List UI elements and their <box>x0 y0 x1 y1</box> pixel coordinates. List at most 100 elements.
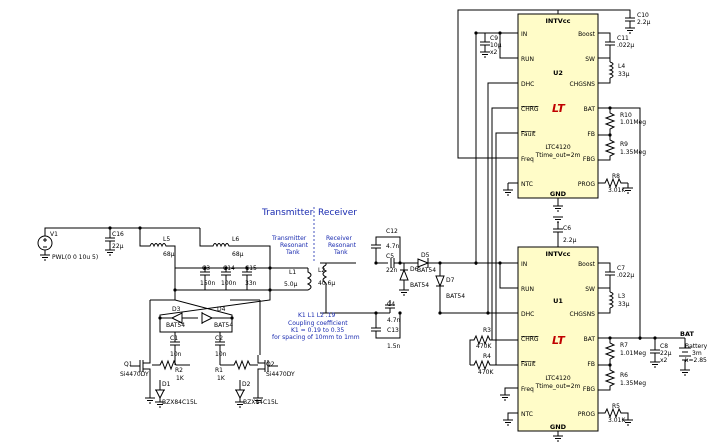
r2-value: 1K <box>176 375 185 382</box>
c13-value: 1.5n <box>387 343 401 350</box>
c4-value: 4.7n <box>387 317 401 324</box>
q2-ref: Q2 <box>266 361 275 368</box>
r10-ref: R10 <box>620 112 632 119</box>
u1-wiring <box>430 216 691 442</box>
u2-pin-fault: Fault <box>521 131 536 138</box>
r3-value: 470K <box>476 343 492 350</box>
l2-value: 40.6µ <box>318 280 335 287</box>
c2-value: 10n <box>215 351 227 358</box>
u1-part: LTC4120 <box>545 375 570 382</box>
bat-v2: k=2.85 <box>685 357 707 364</box>
r6-ref: R6 <box>620 372 628 379</box>
u1-pin-run: RUN <box>521 286 534 293</box>
u1-pin-in: IN <box>521 261 527 268</box>
u1-param: Ttime_out=2m <box>535 383 581 390</box>
c8-mult: x2 <box>660 357 668 364</box>
d1-value: BZX84C15L <box>162 399 198 406</box>
d6-ref: D6 <box>410 266 419 273</box>
tx-tank-line2: Resonant <box>280 242 309 249</box>
c14-value: 100n <box>221 280 236 287</box>
l1-ref: L1 <box>289 269 296 276</box>
u2-pin-sw: SW <box>585 56 595 63</box>
r3-ref: R3 <box>483 327 491 334</box>
receiver-rectifier <box>320 236 476 339</box>
coupling-line2: Coupling coefficient <box>288 320 348 327</box>
l4-ref: L4 <box>618 63 625 70</box>
r4-ref: R4 <box>483 353 491 360</box>
r8-value: 3.01K <box>608 187 626 194</box>
c10-value: 2.2µ <box>637 19 651 26</box>
c11-ref: C11 <box>617 35 629 42</box>
u2-part: LTC4120 <box>545 144 570 151</box>
c5-value: 22n <box>386 267 398 274</box>
r10-value: 1.01Meg <box>620 119 646 126</box>
u1-pin-chgsns: CHGSNS <box>570 311 596 318</box>
c10-ref: C10 <box>637 12 649 19</box>
l6-value: 68µ <box>232 251 244 258</box>
u1-pin-sw: SW <box>585 286 595 293</box>
d7-value: BAT54 <box>446 293 465 300</box>
u1-pin-fbg: FBG <box>583 386 595 393</box>
u2-pin-in: IN <box>521 31 527 38</box>
r6-value: 1.35Meg <box>620 380 646 387</box>
c7-ref: C7 <box>617 265 625 272</box>
d7-ref: D7 <box>446 277 455 284</box>
u1-pin-bat: BAT <box>584 336 596 343</box>
l4-value: 33µ <box>618 71 630 78</box>
c15-ref: C15 <box>245 265 257 272</box>
c9-value: 10µ <box>490 42 502 49</box>
u2-pin-ntc: NTC <box>521 181 533 188</box>
l3-value: 33µ <box>618 301 630 308</box>
u2-bottom-pin: GND <box>550 190 567 198</box>
c6-ref: C6 <box>563 225 571 232</box>
c16-ref: C16 <box>112 231 124 238</box>
r1-value: 1K <box>217 375 226 382</box>
u2-pin-prog: PROG <box>578 181 596 188</box>
d2-ref: D2 <box>242 381 251 388</box>
rx-tank-line1: Receiver <box>326 235 352 242</box>
u1-pin-ntc: NTC <box>521 411 533 418</box>
c7-value: .022µ <box>617 272 634 279</box>
q1-ref: Q1 <box>124 361 133 368</box>
d3-value: BAT54 <box>166 322 185 329</box>
v1-value: PWL(0 0 10u 5) <box>52 254 98 261</box>
r5-value: 3.01K <box>608 417 626 424</box>
l2-ref: L2 <box>318 267 325 274</box>
r9-value: 1.35Meg <box>620 149 646 156</box>
r7-value: 1.01Meg <box>620 350 646 357</box>
rx-tank-line3: Tank <box>333 249 348 256</box>
c12-value: 4.7n <box>386 243 400 250</box>
c9-ref: C9 <box>490 35 498 42</box>
u2-pin-chgsns: CHGSNS <box>570 81 596 88</box>
u2-pin-boost: Boost <box>578 31 596 38</box>
d3-ref: D3 <box>172 306 181 313</box>
r2-ref: R2 <box>175 367 183 374</box>
u2-top-pin: INTVcc <box>545 17 570 25</box>
c2-ref: C2 <box>215 335 223 342</box>
u2-ref: U2 <box>553 69 563 77</box>
l3-ref: L3 <box>618 293 625 300</box>
tx-tank-line1: Transmitter <box>271 235 307 242</box>
u1-pin-dhc: DHC <box>521 311 534 318</box>
u1-bottom-pin: GND <box>550 423 567 431</box>
bat-v1: 3m <box>692 350 702 357</box>
u2-pin-run: RUN <box>521 56 534 63</box>
d6-value: BAT54 <box>410 282 429 289</box>
chip-u1: INTVcc GND IN RUN DHC CHRG Fault Freq NT… <box>517 246 599 432</box>
transmitter-title: Transmitter <box>261 208 314 218</box>
d4-ref: D4 <box>217 306 226 313</box>
u1-logo: LT <box>552 334 566 347</box>
c16-value: 22µ <box>112 243 124 250</box>
v1-ref: V1 <box>50 231 58 238</box>
d2-value: BZX84C15L <box>243 399 279 406</box>
d4-value: BAT54 <box>214 322 233 329</box>
r9-ref: R9 <box>620 141 628 148</box>
u1-pin-fault: Fault <box>521 361 536 368</box>
u1-pin-freq: Freq <box>521 386 534 393</box>
r8-ref: R8 <box>612 173 620 180</box>
l1-value: 5.0µ <box>284 281 298 288</box>
c4-ref: C4 <box>387 301 395 308</box>
c1-value: 10n <box>170 351 182 358</box>
c8-ref: C8 <box>660 343 668 350</box>
tx-tank-line3: Tank <box>285 249 300 256</box>
